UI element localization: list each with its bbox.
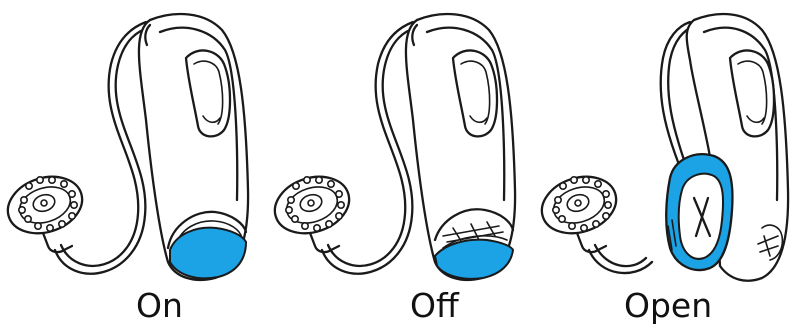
state-on-panel: On <box>0 0 266 328</box>
state-label: Off <box>410 286 459 328</box>
hearing-aid-open-illustration <box>534 0 800 285</box>
battery-door-highlight <box>170 228 246 279</box>
ear-dome-icon <box>535 168 624 253</box>
state-open-panel: Open <box>534 0 800 328</box>
ear-dome-icon <box>1 168 90 253</box>
state-label: On <box>136 286 183 328</box>
state-off-panel: Off <box>267 0 533 328</box>
hearing-aid-off-illustration <box>267 0 533 285</box>
state-label: Open <box>624 286 712 328</box>
hearing-aid-on-illustration <box>0 0 266 285</box>
battery-door-open <box>666 154 732 270</box>
ear-dome-icon <box>268 168 357 253</box>
